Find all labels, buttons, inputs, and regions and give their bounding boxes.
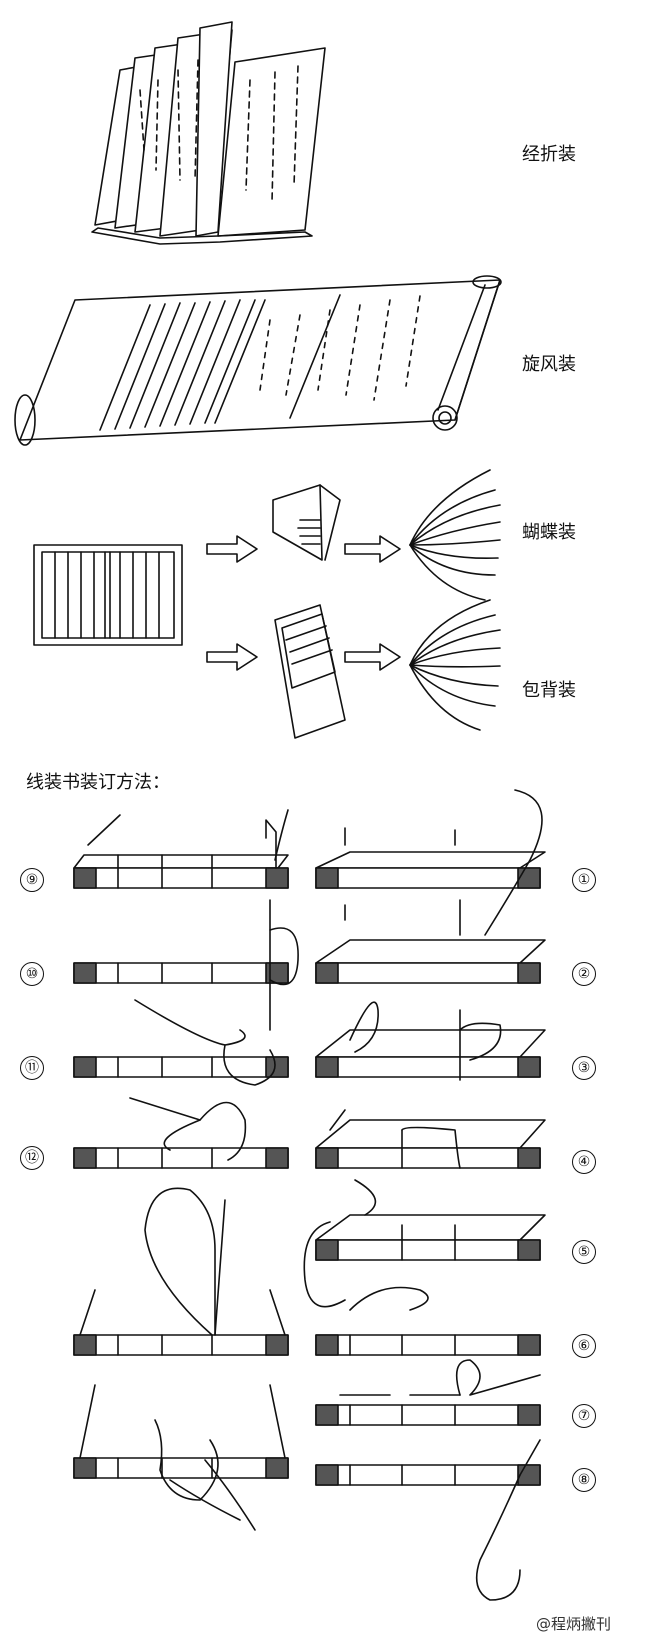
step-number-3: ③ <box>572 1056 596 1080</box>
binding-step-9 <box>73 809 289 889</box>
thread-binding-heading: 线装书装订方法： <box>26 772 170 793</box>
step-number-7: ⑦ <box>572 1404 596 1428</box>
step-number-6: ⑥ <box>572 1334 596 1358</box>
wrapped-back-fan-book <box>409 599 501 731</box>
label-whirlwind: 旋风装 <box>522 354 576 375</box>
binding-step-2 <box>315 899 546 984</box>
step-number-4: ④ <box>572 1150 596 1174</box>
step-number-12: ⑫ <box>20 1146 44 1170</box>
step-number-1: ① <box>572 868 596 892</box>
binding-step-5 <box>303 1179 546 1308</box>
accordion-book-illustration <box>91 21 326 245</box>
whirlwind-scroll-illustration <box>14 275 502 446</box>
step-number-5: ⑤ <box>572 1240 596 1264</box>
watermark: @程炳撇刊 <box>536 1615 612 1633</box>
binding-step-8 <box>315 1439 541 1601</box>
step-number-8: ⑧ <box>572 1468 596 1492</box>
step-number-9: ⑨ <box>20 868 44 892</box>
binding-step-12 <box>73 1097 289 1169</box>
wrapped-back-folded-leaf <box>274 604 346 739</box>
binding-step-3 <box>315 1001 546 1081</box>
step-number-10: ⑩ <box>20 962 44 986</box>
page-spread-illustration <box>33 544 183 646</box>
label-accordion: 经折装 <box>522 144 576 165</box>
binding-step-left-bottom <box>73 1384 289 1531</box>
binding-step-6 <box>315 1286 541 1356</box>
label-wrapped-back: 包背装 <box>522 680 576 701</box>
butterfly-fan-book <box>409 469 501 601</box>
binding-step-4 <box>315 1109 546 1169</box>
label-butterfly: 蝴蝶装 <box>522 522 576 543</box>
binding-step-1 <box>315 789 546 936</box>
binding-step-11 <box>73 999 289 1086</box>
binding-step-10 <box>73 899 299 1031</box>
step-number-11: ⑪ <box>20 1056 44 1080</box>
binding-step-center <box>73 1187 289 1356</box>
binding-step-7 <box>315 1359 541 1426</box>
butterfly-folded-leaf <box>272 484 341 561</box>
arrow-icons <box>206 535 401 671</box>
step-number-2: ② <box>572 962 596 986</box>
